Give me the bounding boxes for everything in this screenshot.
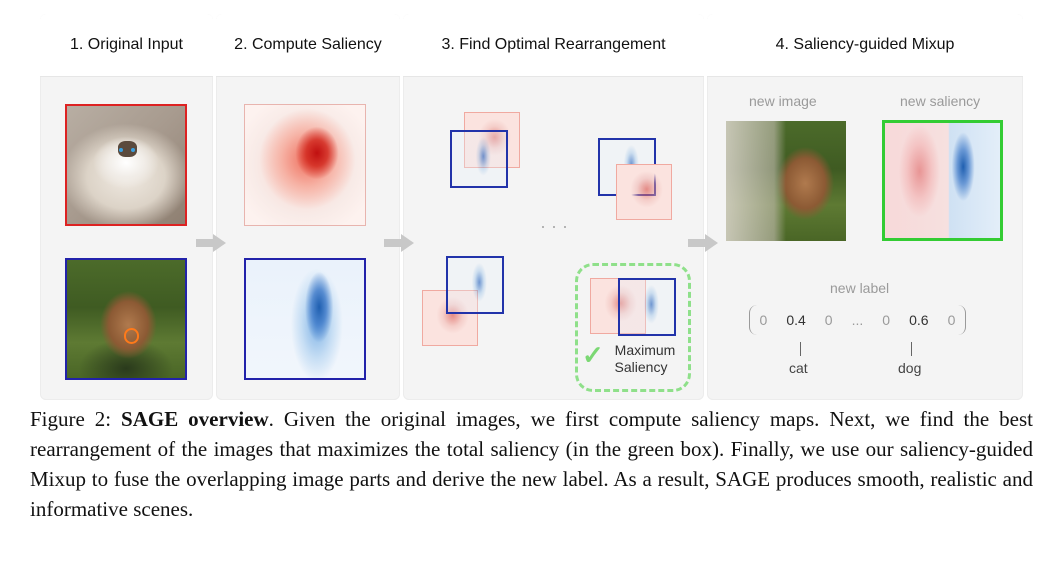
panel-title: 1. Original Input: [40, 14, 213, 77]
class-label-dog: dog: [898, 360, 922, 376]
caption-prefix: Figure 2:: [30, 407, 122, 431]
best-label-line1: Maximum: [614, 342, 676, 358]
label-vector: 0 0.4 0 ... 0 0.6 0: [749, 305, 966, 335]
cat-saliency-map: [244, 104, 366, 226]
mixed-saliency-map: [882, 120, 1003, 241]
mixed-image: [726, 121, 846, 241]
label-ellipsis: ...: [851, 312, 864, 328]
label-value-dog: 0.6: [909, 312, 929, 328]
label-value: 0: [947, 312, 956, 328]
cat-tick: [800, 342, 801, 356]
label-value: 0: [882, 312, 891, 328]
panel-title: 3. Find Optimal Rearrangement: [403, 14, 704, 77]
arrow-right-icon: [384, 234, 414, 252]
cat-image: [65, 104, 187, 226]
candidate-dog-saliency: [446, 256, 504, 314]
checkmark-icon: ✓: [582, 340, 604, 370]
figure-caption: Figure 2: SAGE overview. Given the origi…: [30, 404, 1033, 524]
class-label-cat: cat: [789, 360, 808, 376]
dog-tick: [911, 342, 912, 356]
arrow-right-icon: [688, 234, 718, 252]
panel-title: 4. Saliency-guided Mixup: [707, 14, 1023, 77]
candidate-cat-saliency: [616, 164, 672, 220]
best-dog-saliency: [618, 278, 676, 336]
arrow-right-icon: [196, 234, 226, 252]
panel-title: 2. Compute Saliency: [216, 14, 400, 77]
new-image-label: new image: [749, 93, 817, 109]
new-label-title: new label: [830, 280, 890, 296]
best-arrangement-box: [575, 263, 691, 392]
label-value: 0: [759, 312, 768, 328]
best-label-line2: Saliency: [614, 359, 668, 375]
candidate-dog-saliency: [450, 130, 508, 188]
caption-text: . Given the original images, we first co…: [30, 407, 1033, 521]
dog-image: [65, 258, 187, 380]
caption-bold: SAGE overview: [121, 407, 269, 431]
dog-saliency-map: [244, 258, 366, 380]
candidates-ellipsis: · · ·: [540, 216, 568, 236]
new-saliency-label: new saliency: [900, 93, 981, 109]
label-value: 0: [824, 312, 833, 328]
label-value-cat: 0.4: [786, 312, 806, 328]
